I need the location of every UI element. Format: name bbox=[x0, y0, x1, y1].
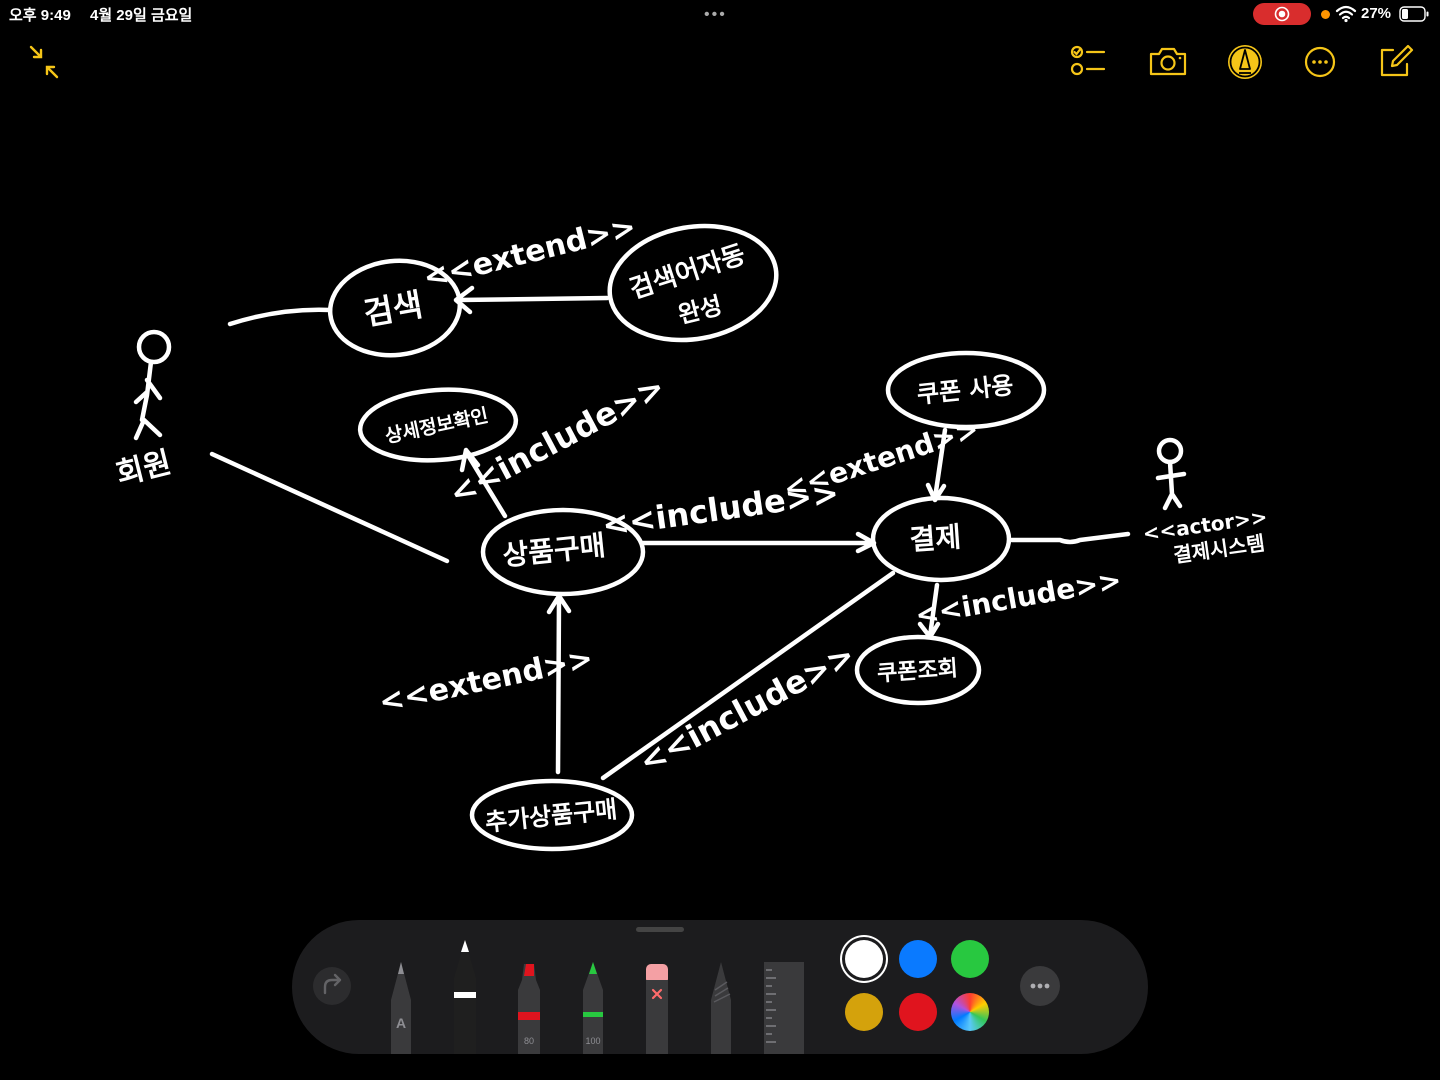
eraser-tool[interactable] bbox=[640, 960, 674, 1054]
drawing-toolbar: A 80 100 bbox=[292, 920, 1148, 1054]
ellipsis-icon bbox=[1030, 983, 1050, 989]
relation-include-coupon-check bbox=[917, 582, 941, 640]
status-bar: 오후 9:49 4월 29일 금요일 ••• 27% bbox=[0, 0, 1440, 30]
pen-tool-selected[interactable] bbox=[448, 938, 482, 1054]
color-swatch-red[interactable] bbox=[899, 993, 937, 1031]
stereotype-extend-extra: <<extend>> bbox=[376, 641, 596, 721]
color-picker-icon[interactable] bbox=[951, 993, 989, 1031]
markup-pen-icon[interactable] bbox=[1225, 42, 1265, 82]
actor-system-figure bbox=[1155, 437, 1187, 511]
color-swatch-blue[interactable] bbox=[899, 940, 937, 978]
pen-width-label: 100 bbox=[585, 1036, 600, 1046]
usecase-search-label: 검색 bbox=[361, 285, 426, 333]
battery-icon bbox=[1399, 6, 1429, 22]
toolbar-grabber[interactable] bbox=[636, 927, 684, 932]
camera-icon[interactable] bbox=[1148, 42, 1188, 82]
usecase-keyword-sublabel: 완성 bbox=[675, 291, 725, 329]
color-swatch-green[interactable] bbox=[951, 940, 989, 978]
relation-extend-keyword bbox=[453, 285, 610, 315]
usecase-payment-label: 결제 bbox=[908, 520, 962, 557]
relation-include-detail bbox=[459, 447, 508, 519]
usecase-coupon-check-ellipse bbox=[854, 634, 982, 706]
usecase-payment-ellipse bbox=[870, 495, 1012, 583]
marker-tool[interactable]: 80 bbox=[512, 960, 546, 1054]
pencil-label: A bbox=[396, 1015, 406, 1031]
stereotype-include-extra: <<include>> bbox=[633, 636, 861, 781]
actor-member-label: 회원 bbox=[113, 445, 175, 492]
more-options-icon[interactable] bbox=[1300, 42, 1340, 82]
usecase-detail-label: 상세정보확인 bbox=[383, 403, 490, 447]
screen-recording-indicator[interactable] bbox=[1253, 3, 1311, 25]
association-payment-system bbox=[1009, 531, 1131, 545]
stereotype-extend-keyword: <<extend>> bbox=[420, 209, 640, 296]
status-date: 4월 29일 금요일 bbox=[90, 7, 193, 24]
usecase-coupon-use-ellipse bbox=[885, 350, 1047, 430]
color-swatch-white-selected[interactable] bbox=[845, 940, 883, 978]
checklist-icon[interactable] bbox=[1068, 42, 1108, 82]
actor-member-figure bbox=[133, 329, 172, 441]
usecase-coupon-use-label: 쿠폰 사용 bbox=[916, 371, 1015, 409]
usecase-keyword-ellipse bbox=[607, 223, 779, 343]
stereotype-include-detail: <<include>> bbox=[443, 368, 671, 513]
toolbar-more-button[interactable] bbox=[1020, 966, 1060, 1006]
stereotype-extend-coupon: <<extend>> bbox=[779, 412, 982, 506]
usecase-detail-ellipse bbox=[357, 387, 519, 463]
usecase-purchase-label: 상품구매 bbox=[501, 529, 607, 573]
lasso-tool[interactable] bbox=[704, 960, 738, 1054]
relation-extend-coupon bbox=[925, 427, 948, 503]
wifi-icon bbox=[1335, 5, 1357, 23]
multitasking-dots-icon[interactable]: ••• bbox=[704, 6, 727, 23]
stereotype-include-coupon-check: <<include>> bbox=[913, 563, 1124, 632]
usecase-extra-purchase-label: 추가상품구매 bbox=[484, 795, 619, 837]
association-member-purchase bbox=[209, 451, 450, 564]
ruler-tool[interactable] bbox=[764, 962, 804, 1054]
compose-icon[interactable] bbox=[1376, 42, 1416, 82]
relation-include-payment bbox=[640, 531, 877, 554]
relation-extend-extra bbox=[546, 593, 572, 775]
usecase-extra-purchase-ellipse bbox=[469, 778, 635, 852]
redo-icon[interactable] bbox=[312, 966, 352, 1006]
record-icon bbox=[1274, 6, 1290, 22]
association-member-search bbox=[227, 307, 333, 327]
collapse-icon[interactable] bbox=[24, 42, 64, 82]
status-time: 오후 9:49 bbox=[9, 7, 71, 24]
marker-width-label: 80 bbox=[524, 1036, 534, 1046]
usecase-keyword-label: 검색어자동 bbox=[626, 240, 749, 306]
pencil-tool[interactable]: A bbox=[384, 960, 418, 1054]
relation-include-extra bbox=[600, 570, 896, 781]
color-swatch-yellow[interactable] bbox=[845, 993, 883, 1031]
fountain-pen-tool[interactable]: 100 bbox=[576, 960, 610, 1054]
battery-percentage: 27% bbox=[1361, 5, 1392, 22]
mic-in-use-indicator bbox=[1321, 10, 1330, 19]
usecase-coupon-check-label: 쿠폰조회 bbox=[876, 656, 959, 687]
usecase-purchase-ellipse bbox=[480, 507, 646, 597]
